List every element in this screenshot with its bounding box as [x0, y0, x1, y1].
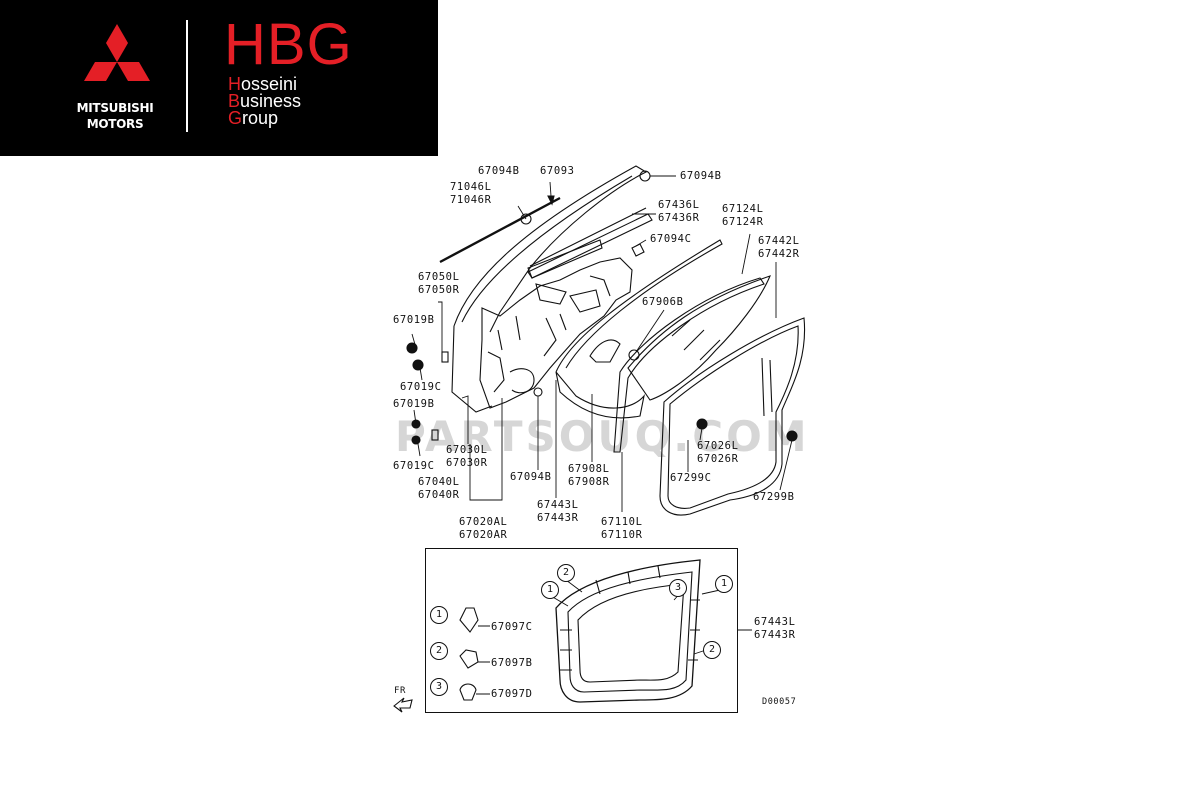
- part-label: 67019B: [393, 314, 435, 326]
- hbg-line-group: Group: [228, 108, 279, 128]
- detail-inset-box: [425, 548, 738, 713]
- window-seal-drawing: [555, 239, 723, 419]
- hbg-line-business: Business: [228, 91, 302, 111]
- part-label: 67906B: [642, 296, 684, 308]
- banner-divider: [186, 20, 188, 132]
- part-label: 67094B: [680, 170, 722, 182]
- part-label: 67019B: [393, 398, 435, 410]
- moulding-71046-drawing: [439, 196, 561, 264]
- callout-number: 1: [715, 575, 733, 593]
- hbg-company-name: Hosseini Business Group: [228, 74, 302, 128]
- detail-weatherstrip-drawing: [555, 559, 701, 703]
- part-label: 67094B: [510, 471, 552, 483]
- watermark: PARTSOUQ.COM: [395, 412, 810, 461]
- run-channel-drawing: [613, 277, 765, 453]
- belt-moulding-drawing: [527, 207, 653, 279]
- part-label: 67299B: [753, 491, 795, 503]
- callout-number: 2: [703, 641, 721, 659]
- mitsubishi-line: MITSUBISHI: [76, 101, 154, 115]
- door-panel-drawing: [451, 165, 648, 413]
- hbg-line-hosseini: Hosseini: [228, 74, 298, 94]
- part-label: 67019C: [393, 460, 435, 472]
- leader-lines: [411, 175, 793, 512]
- part-label: 67299C: [670, 472, 712, 484]
- door-glass-drawing: [627, 275, 771, 401]
- part-label: 67019C: [400, 381, 442, 393]
- clip-part-label: 67097B: [491, 657, 533, 669]
- hbg-logo-title: HBG: [224, 12, 353, 77]
- motors-line: MOTORS: [86, 117, 144, 131]
- mitsubishi-motors-wordmark: MITSUBISHI MOTORS: [60, 100, 170, 132]
- part-label: 67094B: [478, 165, 520, 177]
- part-label: 67093: [540, 165, 575, 177]
- callout-number: 1: [541, 581, 559, 599]
- front-direction-arrow-icon: [393, 697, 413, 713]
- callout-number: 2: [557, 564, 575, 582]
- callout-number: 2: [430, 642, 448, 660]
- callout-number: 1: [430, 606, 448, 624]
- clip-part-label: 67097C: [491, 621, 533, 633]
- diagram-code: D00057: [762, 697, 797, 707]
- part-label: 67094C: [650, 233, 692, 245]
- mitsubishi-logo-icon: [84, 24, 150, 81]
- callout-number: 3: [669, 579, 687, 597]
- front-direction-label: FR: [394, 686, 407, 696]
- small-parts-drawing: [406, 170, 798, 445]
- callout-number: 3: [430, 678, 448, 696]
- weatherstrip-67442-drawing: [659, 317, 806, 516]
- brand-banner: MITSUBISHI MOTORS HBG Hosseini Business …: [0, 0, 438, 156]
- clip-part-label: 67097D: [491, 688, 533, 700]
